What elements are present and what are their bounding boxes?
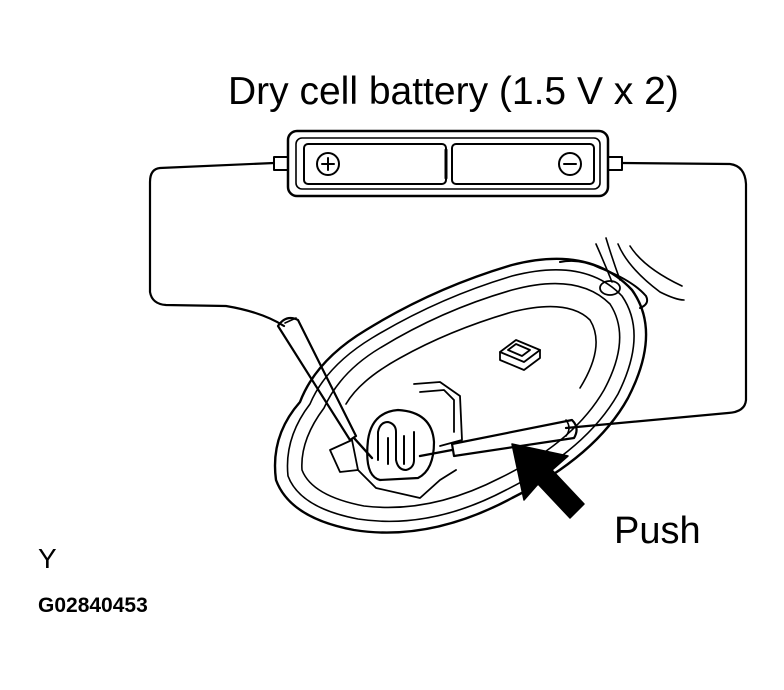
battery-terminal-left <box>273 156 289 171</box>
negative-terminal-icon <box>558 152 582 176</box>
right-lead-wire <box>564 161 748 430</box>
figure-code: G02840453 <box>38 594 148 617</box>
push-label: Push <box>614 510 701 552</box>
battery-terminal-right <box>607 156 623 171</box>
battery-holder <box>273 129 623 198</box>
key-ring-strands <box>595 237 685 301</box>
battery-cell-negative <box>451 143 595 185</box>
left-lead-wire <box>148 161 286 328</box>
push-arrow-icon <box>511 443 585 519</box>
keyring-hole <box>599 280 621 296</box>
battery-label: Dry cell battery (1.5 V x 2) <box>228 70 679 113</box>
switch-assembly <box>329 381 463 499</box>
left-test-probe <box>276 316 374 460</box>
right-test-probe <box>418 418 578 458</box>
transmitter-case <box>273 257 649 534</box>
figure-mark: Y <box>38 543 57 574</box>
positive-terminal-icon <box>316 152 340 176</box>
board-component <box>499 339 541 371</box>
